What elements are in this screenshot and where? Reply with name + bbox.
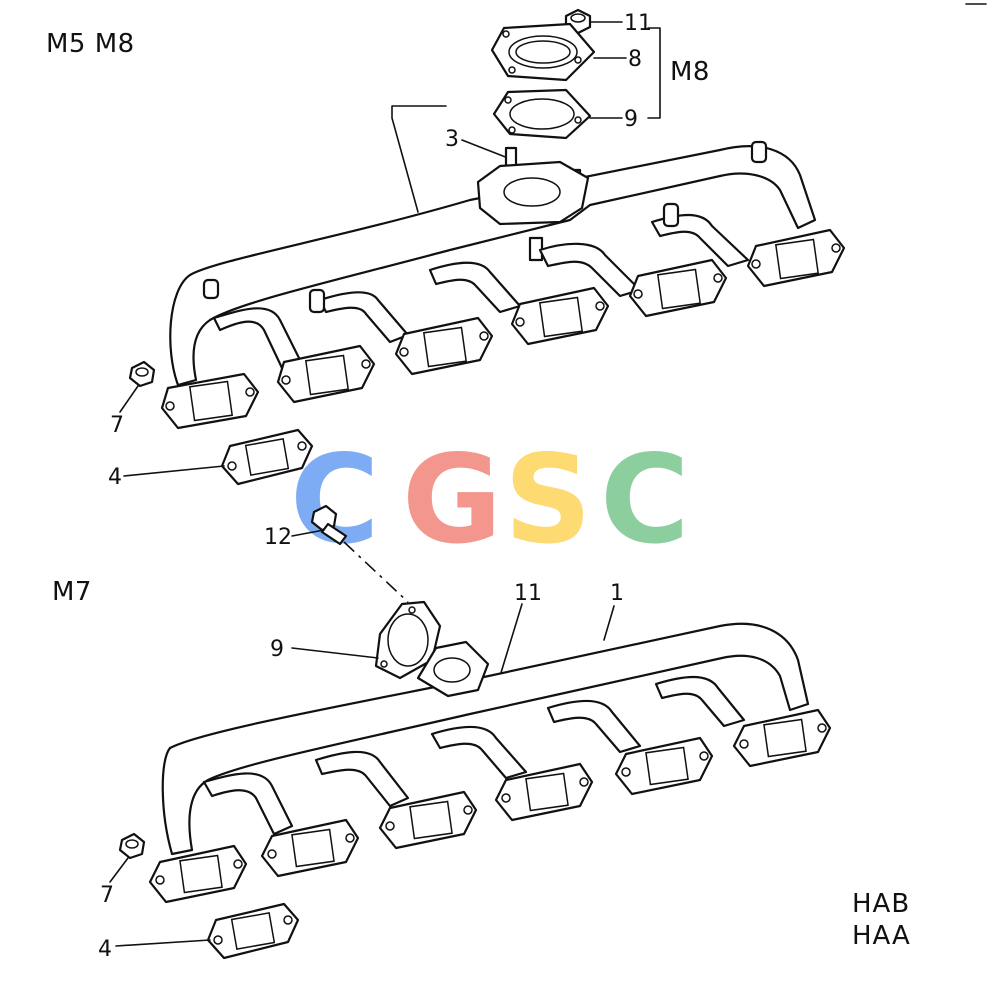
callout-upper-9: 9 xyxy=(624,107,638,132)
upper-port-flange xyxy=(510,286,610,346)
upper-port-flange xyxy=(160,372,260,430)
callout-lower-9: 9 xyxy=(270,637,284,662)
m8-bracket xyxy=(647,27,661,119)
engine-codes: HAB HAA xyxy=(852,889,911,951)
callout-upper-3: 3 xyxy=(445,127,459,152)
leader-lower-7 xyxy=(109,857,129,883)
upper-flange-8 xyxy=(490,22,596,82)
upper-assembly: M5 M8 11 8 9 M8 xyxy=(46,8,846,490)
lower-port-flange xyxy=(614,736,714,796)
upper-variant-label: M5 M8 xyxy=(46,29,135,59)
upper-port-flange xyxy=(394,316,494,376)
callout-upper-7: 7 xyxy=(110,413,124,438)
engine-code-1: HAB xyxy=(852,889,910,919)
watermark-letter-3: S xyxy=(504,429,592,571)
upper-nut-7 xyxy=(128,360,156,388)
callout-upper-11: 11 xyxy=(624,11,652,36)
leader-upper-7 xyxy=(119,385,139,413)
lower-manifold-1 xyxy=(161,622,810,856)
lower-gasket-9 xyxy=(374,600,442,680)
lower-port-flange xyxy=(732,708,832,768)
lower-gasket-4 xyxy=(206,902,300,960)
upper-port-flanges xyxy=(160,228,846,430)
upper-port-flange xyxy=(628,258,728,318)
lower-nut-7 xyxy=(118,832,146,860)
leader-upper-1 xyxy=(391,105,447,213)
upper-port-flange xyxy=(276,344,376,404)
watermark-letter-1: C xyxy=(290,429,380,571)
leader-lower-12 xyxy=(291,529,325,537)
lower-port-flanges xyxy=(148,708,832,904)
leader-lower-1 xyxy=(603,605,615,641)
leader-upper-3 xyxy=(461,139,509,159)
upper-port-flange xyxy=(746,228,846,288)
lower-port-flange xyxy=(148,844,248,904)
callout-lower-11: 11 xyxy=(514,581,542,606)
lower-port-flange xyxy=(260,818,360,878)
upper-gasket-9 xyxy=(492,88,592,140)
watermark-letter-2: G xyxy=(402,429,502,571)
upper-gasket-4 xyxy=(220,428,314,486)
upper-manifold-1 xyxy=(169,140,817,387)
lower-bolt-12 xyxy=(310,504,348,546)
lower-variant-label: M7 xyxy=(52,577,92,607)
lower-port-flange xyxy=(494,762,594,822)
callout-lower-7: 7 xyxy=(100,883,114,908)
callout-upper-4: 4 xyxy=(108,465,122,490)
leader-lower-4 xyxy=(115,939,211,947)
engine-code-2: HAA xyxy=(852,921,911,951)
leader-upper-4 xyxy=(123,465,225,477)
leader-lower-11 xyxy=(499,603,523,677)
callout-lower-1: 1 xyxy=(610,581,624,606)
lower-assembly: M7 12 9 11 1 xyxy=(52,504,832,962)
m8-bracket-label: M8 xyxy=(670,57,710,87)
leader-lower-9 xyxy=(291,647,379,659)
callout-lower-4: 4 xyxy=(98,937,112,962)
callout-upper-8: 8 xyxy=(628,47,642,72)
watermark-letter-4: C xyxy=(600,429,690,571)
lower-port-flange xyxy=(378,790,478,850)
watermark: C G S C xyxy=(290,429,690,571)
callout-lower-12: 12 xyxy=(264,525,292,550)
